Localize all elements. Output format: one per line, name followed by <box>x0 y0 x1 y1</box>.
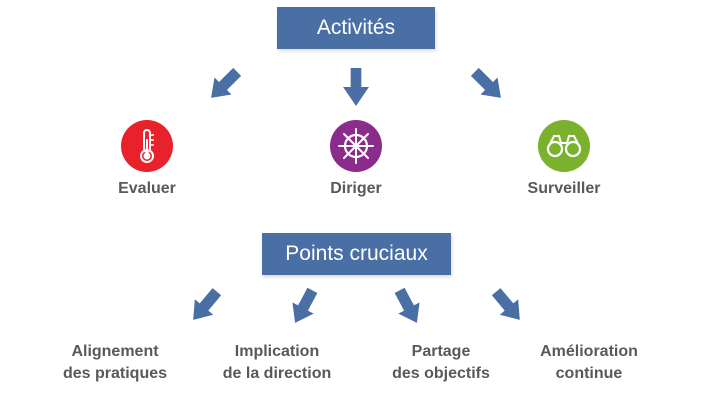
activities-header: Activités <box>277 7 435 49</box>
points-header: Points cruciaux <box>262 233 451 275</box>
point-label-line1: Implication <box>234 343 320 360</box>
point-label-line1: Amélioration <box>540 343 638 360</box>
point-label-line2: de la direction <box>222 365 332 382</box>
point-label: Implication de la direction <box>192 341 362 385</box>
activity-label-diriger: Diriger <box>330 180 382 197</box>
arrow-down-icon <box>337 64 375 110</box>
thermometer-icon <box>121 120 173 172</box>
ship-wheel-icon <box>330 120 382 172</box>
point-label-line1: Partage <box>411 343 471 360</box>
arrow-down-right-icon <box>389 287 429 329</box>
point-label: Partage des objectifs <box>356 341 526 385</box>
arrow-down-left-icon <box>200 66 246 106</box>
point-label-line1: Alignement <box>71 343 159 360</box>
arrow-down-right-icon <box>487 287 531 327</box>
arrow-down-right-icon <box>466 66 512 106</box>
point-label-line2: des pratiques <box>62 365 168 382</box>
point-label-line2: des objectifs <box>392 365 490 382</box>
arrow-down-left-icon <box>283 287 323 329</box>
point-label: Amélioration continue <box>504 341 674 385</box>
activity-label-surveiller: Surveiller <box>527 180 601 197</box>
binoculars-icon <box>538 120 590 172</box>
activity-label-evaluer: Evaluer <box>118 180 176 197</box>
arrow-down-left-icon <box>182 287 226 327</box>
point-label: Alignement des pratiques <box>30 341 200 385</box>
point-label-line2: continue <box>555 365 623 382</box>
